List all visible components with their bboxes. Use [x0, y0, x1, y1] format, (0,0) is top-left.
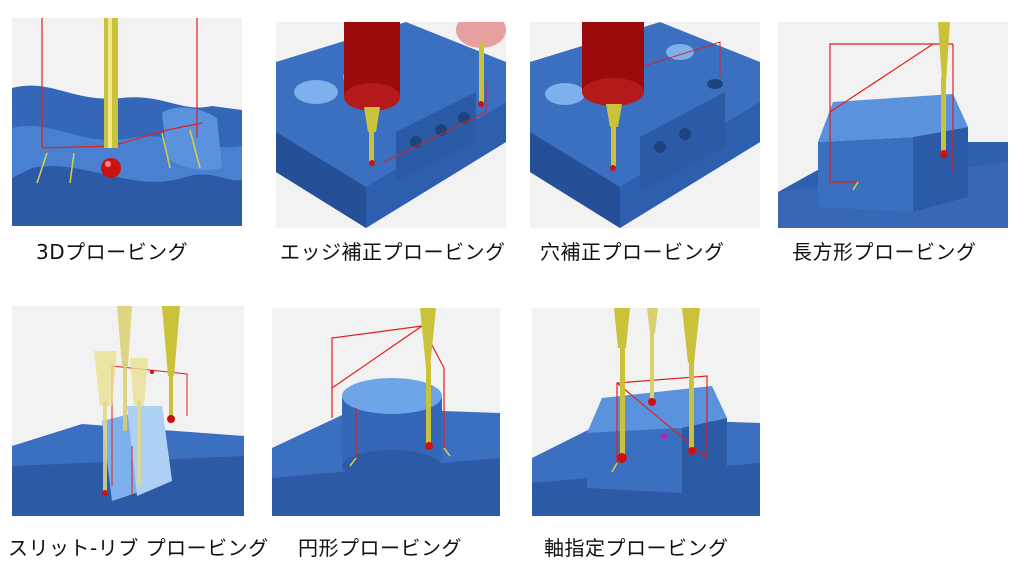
caption-axis-specified-probing: 軸指定プロービング — [544, 536, 729, 560]
caption-edge-correction-probing: エッジ補正プロービング — [280, 240, 506, 264]
image-hole-correction-probing — [530, 22, 760, 228]
caption-rectangle-probing: 長方形プロービング — [792, 240, 977, 264]
circle-probing-illustration — [272, 308, 500, 516]
3d-probing-illustration — [12, 18, 242, 226]
caption-3d-probing: 3Dプロービング — [36, 240, 189, 264]
image-3d-probing — [12, 18, 242, 226]
image-circle-probing — [272, 308, 500, 516]
caption-slit-rib-probing: スリット-リブ プロービング — [8, 536, 269, 560]
image-slit-rib-probing — [12, 306, 244, 516]
edge-correction-probing-illustration — [276, 22, 506, 228]
caption-circle-probing: 円形プロービング — [298, 536, 462, 560]
image-edge-correction-probing — [276, 22, 506, 228]
slit-rib-probing-illustration — [12, 306, 244, 516]
image-axis-specified-probing — [532, 308, 760, 516]
image-rectangle-probing — [778, 22, 1008, 228]
axis-specified-probing-illustration — [532, 308, 760, 516]
caption-hole-correction-probing: 穴補正プロービング — [540, 240, 725, 264]
hole-correction-probing-illustration — [530, 22, 760, 228]
rectangle-probing-illustration — [778, 22, 1008, 228]
